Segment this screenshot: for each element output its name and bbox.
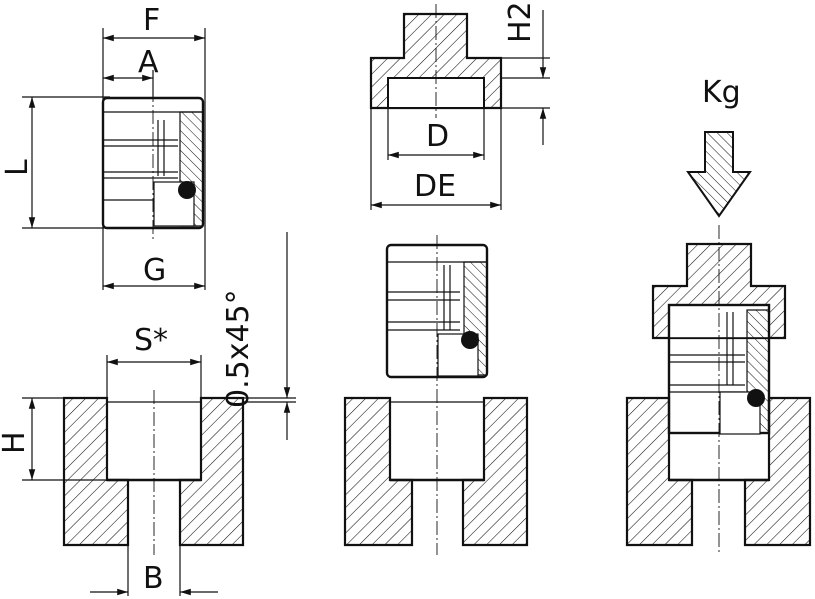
dim-label-DE: DE [414, 169, 456, 204]
dim-label-S: S* [134, 323, 168, 358]
dim-label-F: F [143, 3, 160, 38]
insert-placement-view [343, 235, 529, 555]
dim-label-A: A [138, 45, 159, 80]
dim-label-H: H [0, 431, 32, 454]
dim-label-G: G [143, 253, 166, 288]
chamfer-label: 0.5x45° [221, 289, 256, 408]
force-label-Kg: Kg [702, 75, 741, 110]
force-indicator: Kg [686, 75, 752, 218]
dim-label-L: L [0, 159, 35, 176]
dim-label-H2: H2 [503, 1, 538, 43]
insert-top-view: F A L G [0, 3, 206, 290]
press-tool-view: H2 D DE [369, 1, 550, 210]
pressed-assembly-view [625, 225, 812, 555]
dim-label-D: D [426, 119, 449, 154]
dim-label-B: B [143, 561, 164, 596]
bore-section-view: S* H B 0.5x45° [0, 232, 296, 596]
